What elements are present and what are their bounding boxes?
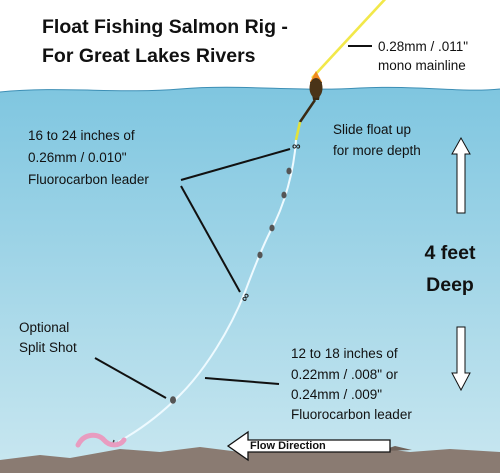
depth-label-2: Deep	[426, 274, 474, 296]
slide-float-label-1: Slide float up	[333, 122, 412, 137]
upper-leader-label-2: 0.26mm / 0.010"	[28, 150, 127, 165]
mainline-label-1: 0.28mm / .011"	[378, 39, 469, 54]
upper-leader-line	[244, 139, 297, 293]
split-shot-weights	[170, 167, 292, 404]
slide-float-label-2: for more depth	[333, 143, 421, 158]
lower-leader-line	[117, 291, 246, 443]
riverbed	[0, 446, 500, 473]
upper-leader-label-3: Fluorocarbon leader	[28, 172, 149, 187]
title-line-1: Float Fishing Salmon Rig -	[42, 16, 288, 38]
lower-leader-label-3: 0.24mm / .009"	[291, 387, 383, 402]
svg-text:∞: ∞	[292, 139, 301, 153]
worm-bait-icon	[75, 432, 127, 448]
upper-leader-label-1: 16 to 24 inches of	[28, 128, 135, 143]
split-shot-label-2: Split Shot	[19, 340, 77, 355]
arrow-up-icon	[451, 136, 471, 214]
mainline-label-2: mono mainline	[378, 58, 466, 73]
split-shot-label-1: Optional	[19, 320, 70, 335]
pointer-lines	[94, 45, 372, 399]
flow-arrow-icon	[226, 430, 391, 462]
title-line-2: For Great Lakes Rivers	[42, 45, 256, 67]
lower-leader-label-4: Fluorocarbon leader	[291, 407, 412, 422]
depth-label-1: 4 feet	[424, 242, 476, 264]
mainline	[311, 0, 387, 79]
flow-direction-label: Flow Direction	[250, 440, 326, 452]
air-background	[0, 0, 500, 88]
arrow-down-icon	[451, 326, 471, 392]
water-surface-line	[0, 86, 500, 93]
slide-float-icon	[294, 71, 323, 141]
swivel-icon: ∞	[292, 139, 301, 153]
lower-leader-label-2: 0.22mm / .008" or	[291, 367, 398, 382]
lower-leader-label-1: 12 to 18 inches of	[291, 346, 398, 361]
